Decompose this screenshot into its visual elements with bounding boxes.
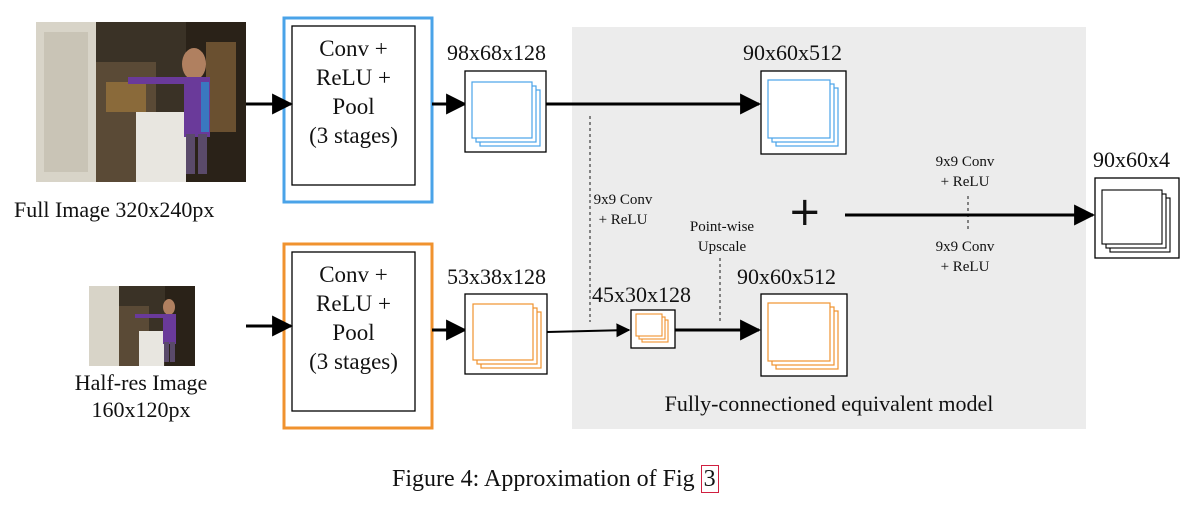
- top-conv-label: Conv + ReLU + Pool (3 stages): [292, 34, 415, 150]
- figure-reference-link[interactable]: 3: [700, 465, 719, 493]
- figure-caption: Figure 4: Approximation of Fig 3: [392, 465, 719, 493]
- bottom-conv-line2: ReLU +: [316, 291, 391, 316]
- conv-relu-top-right-line1: 9x9 Conv: [935, 154, 995, 170]
- bottom-small-stack: [630, 309, 676, 349]
- bottom-conv-line4: (3 stages): [309, 349, 398, 374]
- top-conv-line1: Conv +: [319, 36, 388, 61]
- bottom-fc-dims: 90x60x512: [737, 264, 836, 289]
- bottom-conv-label: Conv + ReLU + Pool (3 stages): [292, 260, 415, 376]
- upscale-line2: Upscale: [697, 239, 747, 255]
- half-image-label: Half-res Image 160x120px: [56, 369, 226, 423]
- bottom-conv-line1: Conv +: [319, 262, 388, 287]
- conv-relu-bottom-right-label: 9x9 Conv + ReLU: [915, 237, 1015, 277]
- full-image-label: Full Image 320x240px: [14, 197, 215, 222]
- figure-caption-text: Figure 4: Approximation of Fig: [392, 466, 695, 492]
- conv-relu-left-label: 9x9 Conv + ReLU: [578, 190, 668, 230]
- top-conv-box: [291, 25, 416, 186]
- full-image-thumbnail: [36, 22, 246, 182]
- arrow-bottom-feature-to-small: [546, 323, 631, 338]
- conv-relu-bottom-right-line1: 9x9 Conv: [935, 239, 995, 255]
- conv-relu-top-right-line2: + ReLU: [940, 174, 990, 190]
- output-dims: 90x60x4: [1093, 147, 1170, 172]
- fc-region-label: Fully-connectioned equivalent model: [664, 391, 994, 416]
- sum-symbol: +: [788, 189, 822, 235]
- half-image-label-line2: 160x120px: [91, 397, 191, 422]
- half-res-image-thumbnail: [89, 286, 195, 366]
- top-feature-dims: 98x68x128: [447, 40, 546, 65]
- conv-relu-bottom-right-line2: + ReLU: [940, 259, 990, 275]
- bottom-feature-dims: 53x38x128: [447, 264, 546, 289]
- bottom-conv-box: [291, 251, 416, 412]
- conv-relu-top-right-label: 9x9 Conv + ReLU: [915, 152, 1015, 192]
- conv-relu-left-line1: 9x9 Conv: [593, 192, 653, 208]
- half-image-label-line1: Half-res Image: [74, 370, 208, 395]
- top-conv-line3: Pool: [332, 94, 375, 119]
- upscale-line1: Point-wise: [689, 219, 755, 235]
- upscale-label: Point-wise Upscale: [672, 217, 772, 257]
- top-fc-stack: [760, 70, 847, 155]
- conv-relu-left-line2: + ReLU: [598, 212, 648, 228]
- top-conv-line2: ReLU +: [316, 65, 391, 90]
- output-stack: [1094, 177, 1180, 259]
- bottom-feature-stack: [464, 293, 548, 375]
- top-feature-stack: [464, 70, 547, 153]
- top-fc-dims: 90x60x512: [743, 40, 842, 65]
- bottom-conv-line3: Pool: [332, 320, 375, 345]
- top-conv-line4: (3 stages): [309, 123, 398, 148]
- bottom-fc-stack: [760, 293, 848, 377]
- bottom-small-dims: 45x30x128: [592, 282, 691, 307]
